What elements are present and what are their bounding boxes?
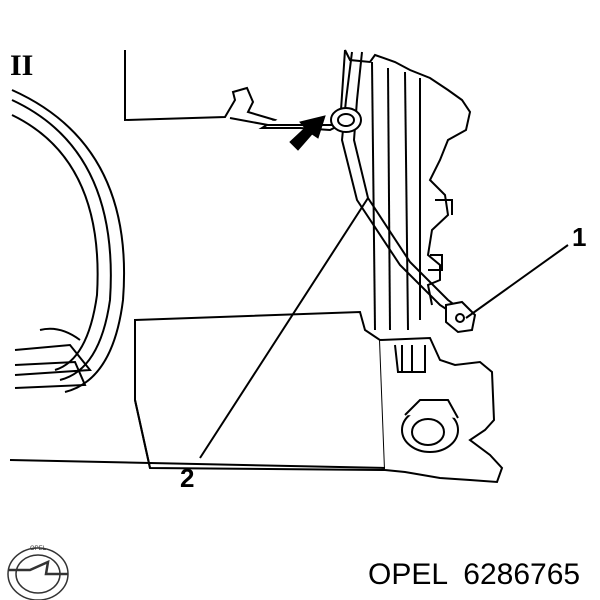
- section-label: II: [10, 49, 33, 82]
- shroud-outline: [11, 89, 125, 393]
- caption-brand-text: OPEL: [368, 558, 447, 591]
- hose: [340, 51, 465, 319]
- grommet: [330, 107, 362, 133]
- pointer-arrow: [289, 115, 326, 151]
- lower-tank: [134, 310, 504, 484]
- clip: [445, 300, 477, 334]
- caption-part-number: 6286765: [463, 558, 580, 591]
- svg-text:OPEL: OPEL: [30, 546, 47, 552]
- outlet-pipe: [401, 399, 459, 453]
- ground-line: [9, 459, 386, 469]
- caption-brand: OPEL 6286765: [368, 558, 580, 591]
- callout-1-leader: [465, 244, 569, 319]
- upper-panel: [124, 49, 346, 132]
- callout-2-leader: [199, 197, 369, 459]
- support-frame: [344, 49, 472, 331]
- callout-2-label: 2: [180, 463, 194, 493]
- callout-1-label: 1: [572, 222, 586, 252]
- opel-logo: OPEL: [7, 546, 69, 600]
